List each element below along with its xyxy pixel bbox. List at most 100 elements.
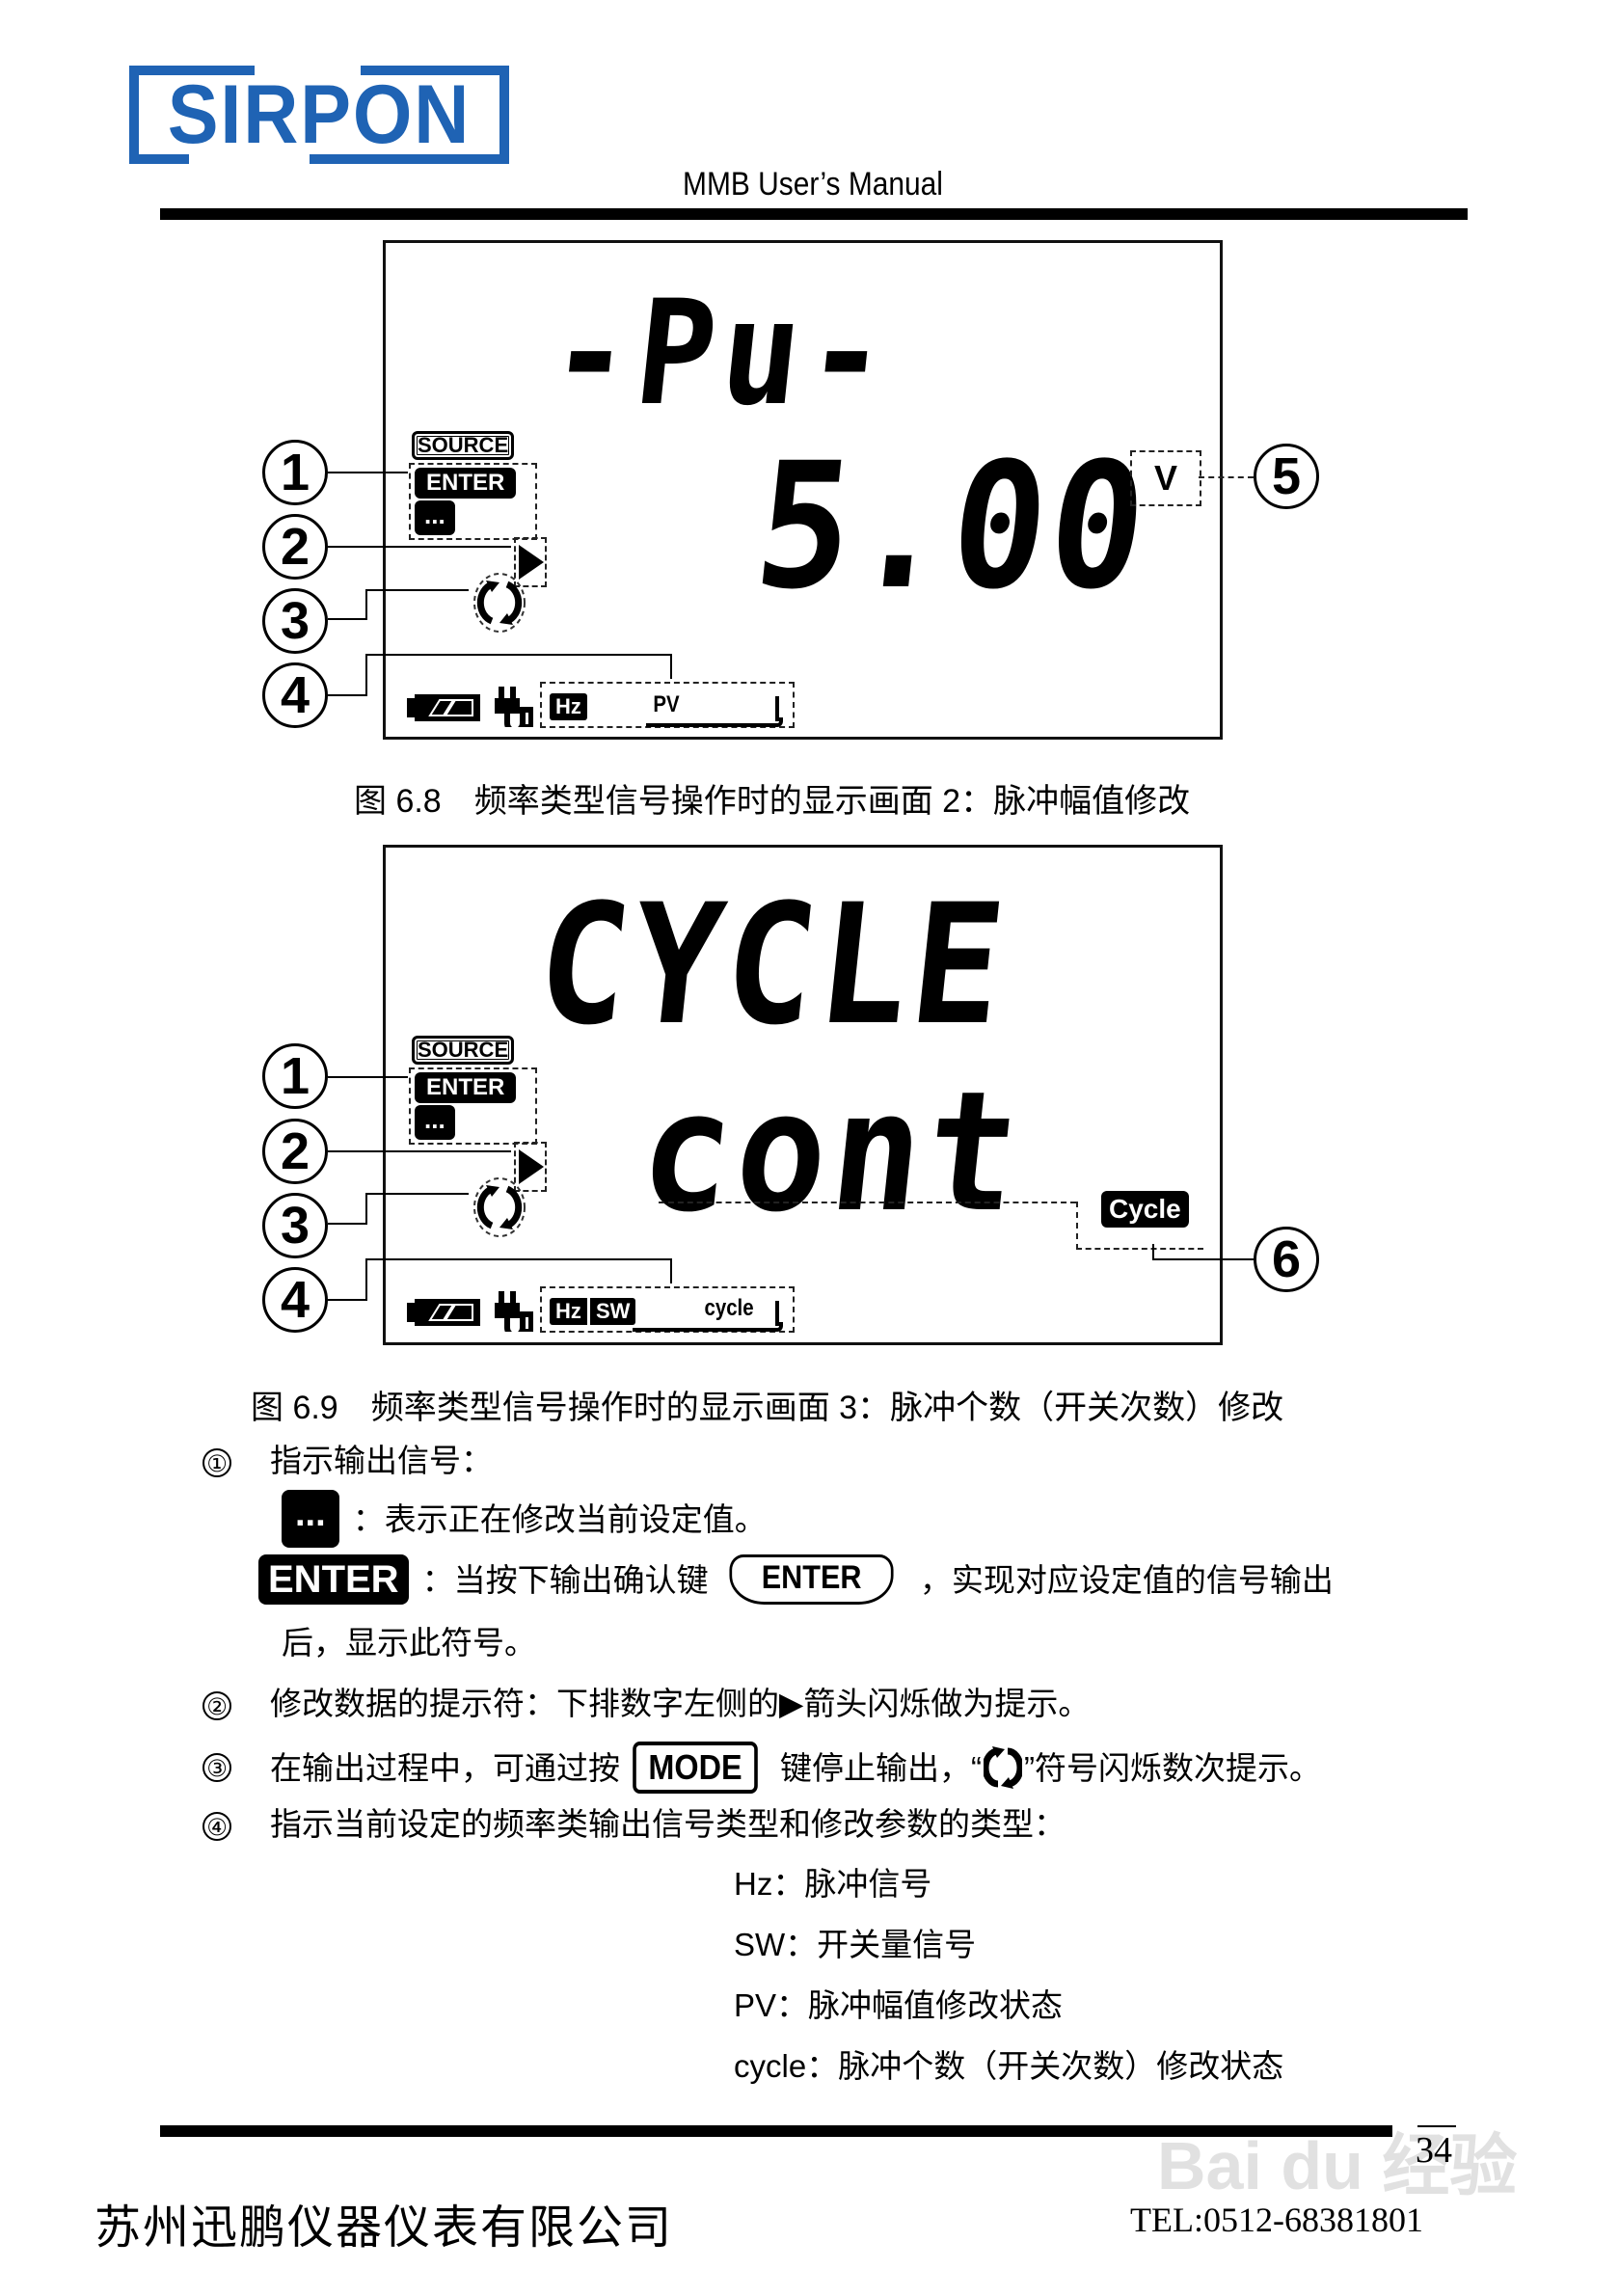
cycle-symbol-icon	[984, 1742, 1022, 1793]
callout-3: 3	[262, 1193, 328, 1258]
enter-tag: ENTER	[415, 468, 517, 499]
cycle-underline-dashed	[659, 1202, 1076, 1203]
mode-underline	[633, 1322, 783, 1332]
callout-6-leader-v	[1152, 1244, 1154, 1259]
legend-desc: ：脉冲幅值修改状态	[776, 1987, 1064, 2023]
legend-desc: ：脉冲信号	[772, 1866, 932, 1902]
sw-tag: SW	[590, 1298, 636, 1325]
signal-type-box	[540, 1286, 795, 1333]
callout-1: 1	[262, 1043, 328, 1109]
callout-4-leader-h2	[365, 654, 672, 656]
note-2-text: 修改数据的提示符：下排数字左侧的▶箭头闪烁做为提示。	[270, 1686, 1091, 1721]
note-2-marker: ②	[202, 1691, 231, 1721]
pv-mode-label: PV	[653, 691, 680, 717]
mode-underline	[646, 717, 783, 727]
callout-4-leader-v	[365, 654, 367, 696]
enter-key: ENTER	[729, 1554, 894, 1605]
callout-2: 2	[262, 1119, 328, 1184]
note-4: ④ 指示当前设定的频率类输出信号类型和修改参数的类型：	[202, 1806, 1066, 1842]
mode-underline-riser	[775, 1301, 779, 1326]
status-tags-box	[409, 463, 537, 540]
callout-2-leader	[328, 1150, 511, 1152]
legend-code: Hz	[734, 1866, 773, 1902]
callout-2: 2	[262, 514, 328, 580]
source-tag: SOURCE	[412, 431, 515, 460]
callout-3-leader-h1	[328, 618, 366, 620]
note-4-marker: ④	[202, 1812, 231, 1842]
note-1-enter: ENTER ：当按下输出确认键 ENTER ，实现对应设定值的信号输出	[258, 1554, 1334, 1605]
figure-6-9-caption: 图 6.9 频率类型信号操作时的显示画面 3：脉冲个数（开关次数）修改	[251, 1390, 1284, 1426]
editing-symbol: ...	[282, 1490, 339, 1548]
callout-1: 1	[262, 440, 328, 505]
legend-code: SW	[734, 1927, 786, 1962]
mode-underline-riser	[775, 696, 779, 721]
callout-6-leader-h	[1152, 1258, 1254, 1260]
enter-description-2: ，实现对应设定值的信号输出	[919, 1561, 1334, 1598]
page-number-rule	[1417, 2125, 1456, 2127]
cycle-mode-label: cycle	[704, 1295, 754, 1321]
note-1-marker: ①	[202, 1448, 231, 1478]
editing-description: ：表示正在修改当前设定值。	[352, 1500, 767, 1537]
callout-4: 4	[262, 662, 328, 728]
edit-arrow-box	[514, 537, 547, 587]
note-1-enter-continued: 后，显示此符号。	[282, 1625, 536, 1661]
company-name: 苏州迅鹏仪器仪表有限公司	[94, 2202, 674, 2254]
enter-symbol: ENTER	[258, 1554, 409, 1605]
header-rule	[160, 208, 1468, 220]
lcd-top-text: CYCLE	[528, 868, 1016, 1062]
callout-2-leader	[328, 546, 511, 548]
source-tag: SOURCE	[412, 1036, 515, 1065]
signal-type-box	[540, 682, 795, 728]
status-tags: SOURCE	[412, 1036, 515, 1065]
edit-arrow-icon	[519, 1149, 544, 1184]
power-plug-icon	[495, 687, 533, 727]
legend-desc: ：开关量信号	[785, 1927, 977, 1962]
manual-title: MMB User’s Manual	[683, 166, 943, 203]
legend-pv: PV：脉冲幅值修改状态	[734, 1989, 1063, 2021]
lcd-bottom-text: cont	[632, 1055, 1033, 1249]
cycle-tag-box	[1076, 1202, 1203, 1250]
enter-tag: ENTER	[415, 1072, 517, 1103]
callout-3-leader-h1	[328, 1223, 366, 1225]
note-3-marker: ③	[202, 1753, 231, 1782]
lcd-display-fig-6-9: CYCLE cont Cycle SOURCE ENTER ... Hz SW …	[383, 845, 1223, 1345]
callout-3-leader-v	[365, 589, 367, 620]
lcd-bottom-value: 5.00	[746, 426, 1159, 628]
hz-tag: Hz	[550, 693, 587, 720]
output-cycle-icon	[471, 571, 528, 635]
callout-4-leader-v	[365, 1258, 367, 1301]
callout-1-leader	[328, 472, 408, 473]
mode-key: MODE	[633, 1742, 758, 1794]
callout-4-leader-v2	[670, 1258, 672, 1283]
edit-arrow-icon	[519, 545, 544, 580]
callout-3-leader-h2	[365, 1193, 469, 1195]
footer-rule	[160, 2125, 1392, 2137]
callout-3-leader-h2	[365, 589, 469, 591]
battery-icon	[407, 1299, 480, 1326]
editing-tag: ...	[415, 500, 455, 535]
unit-label: V	[1153, 458, 1177, 498]
callout-4-leader-v2	[670, 654, 672, 679]
logo-text: SIRPON	[167, 68, 472, 161]
output-cycle-icon	[471, 1175, 528, 1239]
status-tags: SOURCE	[412, 431, 515, 460]
callout-3: 3	[262, 588, 328, 654]
note-2: ② 修改数据的提示符：下排数字左侧的▶箭头闪烁做为提示。	[202, 1686, 1091, 1721]
page-number: 34	[1416, 2130, 1452, 2171]
callout-4: 4	[262, 1267, 328, 1333]
callout-4-leader-h1	[328, 694, 366, 696]
power-plug-icon	[495, 1291, 533, 1332]
enter-description-1: ：当按下输出确认键	[421, 1561, 709, 1598]
lcd-display-fig-6-8: -Pu- 5.00 V SOURCE ENTER ... Hz PV	[383, 240, 1223, 740]
edit-arrow-box	[514, 1142, 547, 1192]
note-4-text: 指示当前设定的频率类输出信号类型和修改参数的类型：	[270, 1806, 1066, 1842]
company-logo: SIRPON	[129, 64, 509, 166]
legend-code: cycle	[734, 2048, 807, 2084]
note-3-text-3: ”符号闪烁数次提示。	[1024, 1749, 1321, 1786]
legend-cycle: cycle：脉冲个数（开关次数）修改状态	[734, 2050, 1283, 2082]
note-1-editing: ... ：表示正在修改当前设定值。	[282, 1490, 767, 1548]
callout-5: 5	[1254, 444, 1319, 509]
legend-desc: ：脉冲个数（开关次数）修改状态	[806, 2048, 1284, 2084]
callout-3-leader-v	[365, 1193, 367, 1225]
